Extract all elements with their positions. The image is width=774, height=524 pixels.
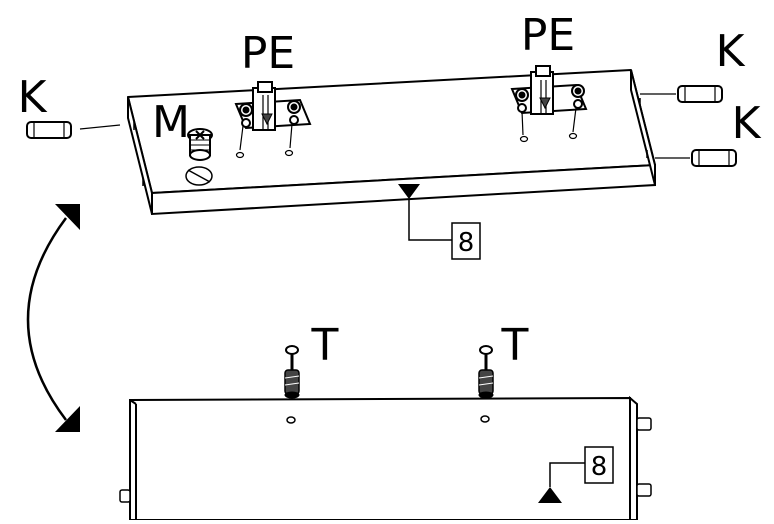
k-dowel-right-top bbox=[640, 85, 723, 103]
t-screw-left bbox=[284, 345, 300, 399]
curved-double-arrow-icon bbox=[26, 204, 80, 432]
top-panel-end-holes bbox=[133, 98, 648, 186]
label-m: M bbox=[152, 97, 190, 148]
part-number-bottom: 8 bbox=[591, 452, 608, 482]
pe-hinge-plate-left bbox=[234, 81, 312, 159]
part-number-top: 8 bbox=[458, 228, 475, 258]
label-pe-right: PE bbox=[521, 10, 575, 61]
part-marker-bottom: 8 bbox=[538, 446, 614, 503]
label-k-left: K bbox=[18, 72, 48, 123]
label-t-left: T bbox=[311, 320, 339, 371]
bottom-panel-end-pegs bbox=[119, 417, 652, 503]
t-screw-right bbox=[478, 345, 494, 399]
bottom-panel-holes bbox=[286, 415, 490, 424]
label-pe-left: PE bbox=[241, 28, 295, 79]
label-k-right-bottom: K bbox=[732, 98, 762, 149]
k-dowel-left bbox=[26, 121, 121, 139]
k-dowel-right-bottom bbox=[655, 149, 737, 167]
m-cam-fitting bbox=[185, 128, 213, 186]
label-t-right: T bbox=[501, 320, 529, 371]
part-marker-top: 8 bbox=[398, 184, 481, 260]
pe-hinge-plate-right bbox=[510, 65, 588, 143]
label-k-right-top: K bbox=[716, 26, 746, 77]
